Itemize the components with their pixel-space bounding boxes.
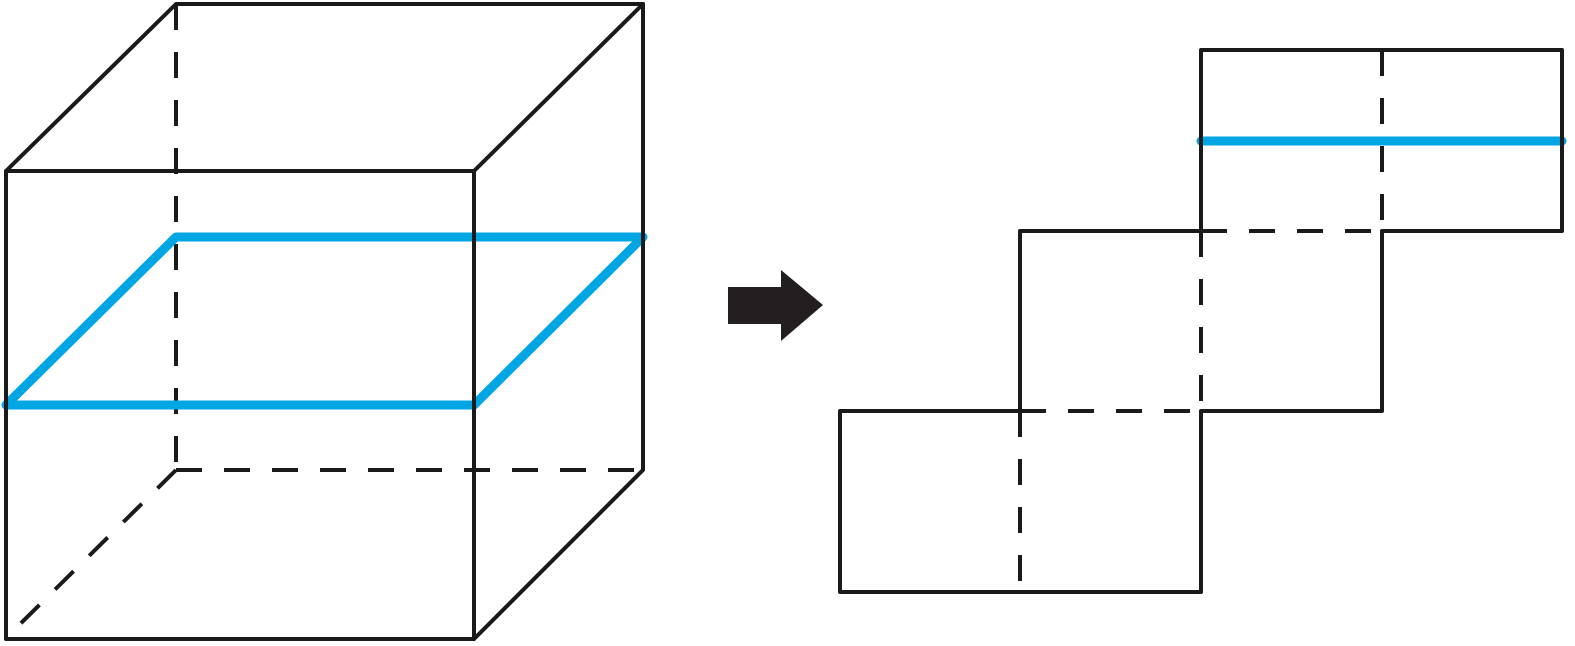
- cube-visible-edges: [4, 2, 645, 641]
- cube: [1, 2, 648, 641]
- cube-section-plane: [1, 232, 648, 410]
- cube-top-face: [4, 2, 645, 173]
- cube-net: [838, 48, 1567, 594]
- cube-right-face: [472, 2, 645, 641]
- right-arrow-icon: [728, 270, 823, 341]
- net-fold-lines: [1018, 50, 1384, 592]
- cube-hidden-edge-bottom-diagonal: [6, 468, 178, 638]
- cube-hidden-edges: [6, 4, 643, 638]
- net-outline: [838, 48, 1564, 594]
- cube-front-face: [4, 169, 476, 641]
